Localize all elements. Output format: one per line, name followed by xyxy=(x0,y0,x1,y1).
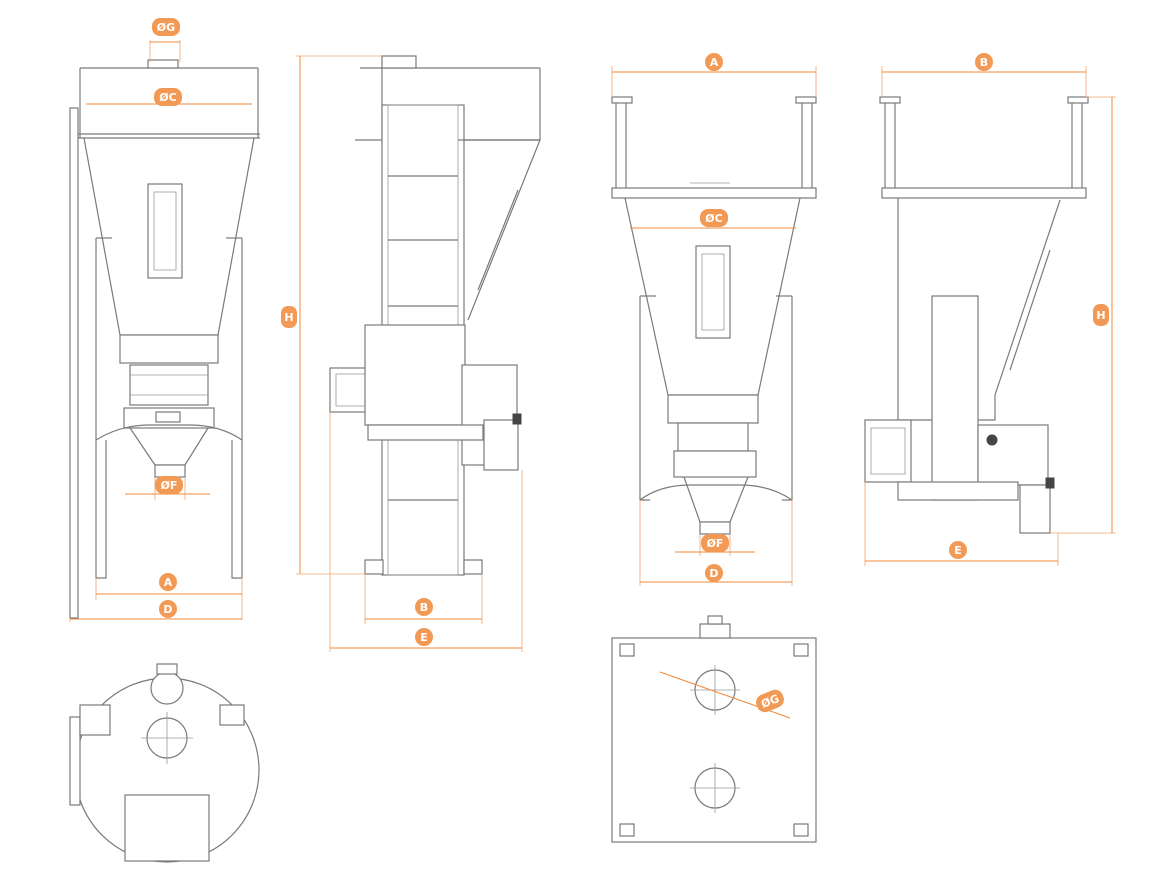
dim-badge-f-right: ØF xyxy=(701,534,729,552)
svg-text:A: A xyxy=(164,576,173,589)
svg-text:D: D xyxy=(709,567,718,580)
dim-badge-b-side: B xyxy=(415,598,433,616)
top-view-small xyxy=(611,615,817,843)
svg-text:H: H xyxy=(284,311,293,324)
dim-badge-h-right: H xyxy=(1093,304,1109,326)
svg-text:E: E xyxy=(954,544,962,557)
front-view-large xyxy=(69,59,260,619)
svg-text:B: B xyxy=(980,56,988,69)
svg-text:D: D xyxy=(163,603,172,616)
svg-text:E: E xyxy=(420,631,428,644)
dim-badge-d-left: D xyxy=(159,600,177,618)
side-view-large xyxy=(329,55,541,576)
dim-badge-g-diagonal: ØG xyxy=(756,689,784,713)
dim-badge-b-right: B xyxy=(975,53,993,71)
svg-text:ØG: ØG xyxy=(157,21,175,34)
top-view-large xyxy=(69,663,260,863)
dimension-lines xyxy=(69,40,1116,719)
dim-badge-a-left: A xyxy=(159,573,177,591)
dim-badge-c-right: ØC xyxy=(700,209,728,227)
svg-text:ØG: ØG xyxy=(759,692,781,711)
dim-badge-d-right: D xyxy=(705,564,723,582)
dim-badge-f-left: ØF xyxy=(155,476,183,494)
svg-text:A: A xyxy=(710,56,719,69)
svg-text:ØC: ØC xyxy=(705,212,722,225)
dim-badge-c-left: ØC xyxy=(154,88,182,106)
svg-text:H: H xyxy=(1096,309,1105,322)
side-view-small xyxy=(864,96,1089,534)
dim-badge-e-side: E xyxy=(415,628,433,646)
dim-badge-e-right: E xyxy=(949,541,967,559)
svg-text:ØF: ØF xyxy=(161,479,178,492)
svg-text:ØC: ØC xyxy=(159,91,176,104)
svg-text:B: B xyxy=(420,601,428,614)
dim-badge-g-top: ØG xyxy=(152,18,180,36)
dim-badge-h-left: H xyxy=(281,306,297,328)
dim-badge-a-right: A xyxy=(705,53,723,71)
front-view-small xyxy=(611,96,817,535)
svg-text:ØF: ØF xyxy=(707,537,724,550)
